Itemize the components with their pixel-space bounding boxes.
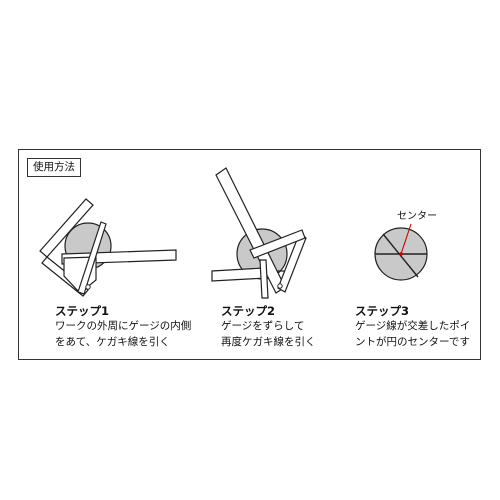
step2-fence — [259, 259, 269, 299]
step1-title: ステップ1 — [55, 304, 110, 318]
step2-title: ステップ2 — [221, 304, 276, 318]
step2-illustration — [211, 167, 307, 299]
step2-bottom-arm — [211, 267, 267, 282]
step1-fence — [77, 221, 107, 295]
step1-illustration — [39, 198, 177, 297]
step2-line1: ゲージをずらして — [221, 320, 305, 332]
center-callout-label: センター — [397, 211, 437, 222]
step2-line2: 再度ケガキ線を引く — [221, 336, 316, 348]
step1-line2: をあて、ケガキ線を引く — [55, 336, 170, 348]
step3-illustration — [374, 223, 428, 281]
step3-line2: ントが円のセンターです — [355, 336, 470, 348]
step2-cross-piece — [249, 229, 306, 259]
step2-description: ゲージをずらして 再度ケガキ線を引く — [221, 318, 316, 350]
step1-line1: ワークの外周にゲージの内側 — [55, 320, 192, 332]
step2-rivet — [277, 283, 283, 289]
step1-description: ワークの外周にゲージの内側 をあて、ケガキ線を引く — [55, 318, 191, 350]
step3-center-leader — [400, 223, 412, 255]
step1-rivet — [85, 284, 91, 290]
step3-title: ステップ3 — [355, 304, 410, 318]
usage-heading: 使用方法 — [27, 158, 81, 177]
step1-square-blade-left — [39, 198, 94, 258]
step3-description: ゲージ線が交差したポイ ントが円のセンターです — [355, 318, 470, 350]
step3-line1: ゲージ線が交差したポイ — [355, 320, 471, 332]
step3-center-point — [399, 252, 403, 256]
